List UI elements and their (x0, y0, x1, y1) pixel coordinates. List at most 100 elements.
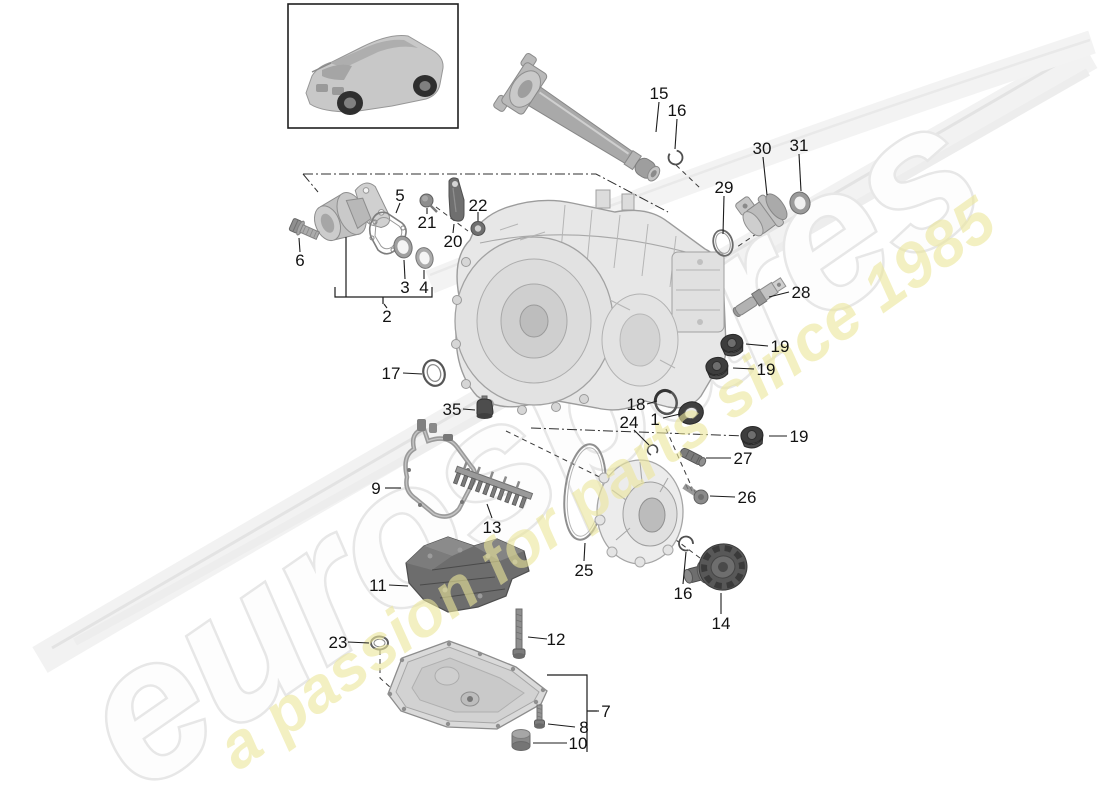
callout-31[interactable]: 31 (790, 136, 809, 155)
vehicle-thumbnail (287, 3, 459, 129)
callout-9[interactable]: 9 (371, 479, 380, 498)
callout-4[interactable]: 4 (419, 278, 428, 297)
construction-line (505, 430, 623, 489)
construction-line (303, 173, 669, 213)
callout-1[interactable]: 1 (650, 410, 659, 429)
callout-leader (462, 408, 476, 411)
callout-20[interactable]: 20 (444, 232, 463, 251)
part-bolt-pan[interactable] (534, 704, 545, 729)
callout-21[interactable]: 21 (418, 213, 437, 232)
grouping-bracket (334, 287, 433, 298)
callout-23[interactable]: 23 (329, 633, 348, 652)
callout-11[interactable]: 11 (369, 576, 387, 595)
callout-8[interactable]: 8 (579, 718, 588, 737)
part-wiring-harness[interactable] (403, 419, 478, 519)
part-plug-19c[interactable] (740, 425, 765, 449)
watermark-background: eurospares (32, 30, 1098, 800)
callout-14[interactable]: 14 (712, 614, 731, 633)
callout-15[interactable]: 15 (650, 84, 669, 103)
part-connector-rail[interactable] (452, 460, 535, 510)
callout-10[interactable]: 10 (569, 734, 588, 753)
part-shaft-seal[interactable] (675, 398, 706, 427)
part-selector-lever[interactable] (448, 177, 465, 222)
part-speed-sensor[interactable] (731, 276, 787, 319)
parts-layer (287, 3, 812, 751)
callout-leader (486, 503, 493, 519)
grouping-bracket (547, 674, 588, 752)
callout-leader (646, 400, 658, 405)
part-bolt-flange[interactable] (288, 217, 321, 242)
part-roll-pin[interactable] (679, 447, 707, 467)
callout-2[interactable]: 2 (382, 307, 391, 326)
part-seal-ring-breather[interactable] (787, 190, 812, 216)
callout-leader (655, 101, 660, 133)
callout-leader (768, 291, 790, 298)
part-oring-18[interactable] (652, 387, 680, 417)
part-grommet[interactable] (470, 221, 486, 236)
part-bolt-26[interactable] (682, 483, 709, 505)
callout-27[interactable]: 27 (734, 449, 753, 468)
construction-line (675, 164, 701, 189)
part-oring-large[interactable] (710, 228, 735, 258)
callout-16[interactable]: 16 (674, 584, 693, 603)
callout-leader (722, 195, 725, 235)
part-oil-pan[interactable] (387, 640, 548, 730)
part-plug-19a[interactable] (719, 332, 745, 358)
callout-leader (403, 259, 406, 280)
callout-leader (674, 118, 678, 150)
part-diff-cover[interactable] (678, 539, 752, 600)
callout-6[interactable]: 6 (295, 251, 304, 270)
callout-25[interactable]: 25 (575, 561, 594, 580)
callout-28[interactable]: 28 (792, 283, 811, 302)
callout-3[interactable]: 3 (400, 278, 409, 297)
callout-leader (732, 367, 755, 370)
callout-leader (633, 429, 650, 446)
part-oring-small[interactable] (370, 635, 389, 651)
part-clip-24[interactable] (646, 443, 660, 457)
callout-22[interactable]: 22 (469, 196, 488, 215)
part-drain-plug[interactable] (511, 729, 531, 751)
part-seal-ring-small[interactable] (414, 246, 436, 270)
construction-line (379, 650, 392, 689)
part-transmission-case[interactable] (451, 189, 727, 415)
part-bolt-long[interactable] (512, 608, 526, 659)
part-valve-body[interactable] (405, 536, 530, 613)
callout-leader (762, 156, 768, 196)
part-circlip-upper[interactable] (666, 148, 686, 168)
part-plug-19b[interactable] (704, 355, 730, 381)
callout-leader (395, 202, 401, 214)
callout-leader (583, 542, 586, 562)
callout-leader (662, 413, 681, 419)
callout-13[interactable]: 13 (483, 518, 502, 537)
callout-7[interactable]: 7 (601, 702, 610, 721)
construction-line (665, 428, 694, 491)
callout-17[interactable]: 17 (382, 364, 401, 383)
part-diff-housing[interactable] (594, 459, 684, 568)
callout-26[interactable]: 26 (738, 488, 757, 507)
callout-24[interactable]: 24 (620, 413, 639, 432)
part-damper-plug[interactable] (476, 395, 494, 419)
callout-leader (347, 641, 370, 644)
construction-line (302, 173, 319, 193)
callout-12[interactable]: 12 (547, 630, 566, 649)
callout-19[interactable]: 19 (757, 360, 776, 379)
callout-19[interactable]: 19 (790, 427, 809, 446)
part-ball-pin[interactable] (419, 193, 438, 213)
part-input-shaft[interactable] (493, 52, 676, 202)
callout-30[interactable]: 30 (753, 139, 772, 158)
callout-16[interactable]: 16 (668, 101, 687, 120)
part-circlip-lower[interactable] (678, 535, 694, 552)
callout-29[interactable]: 29 (715, 178, 734, 197)
part-seal-ring-17[interactable] (420, 357, 448, 388)
callout-leader (298, 237, 301, 253)
callout-35[interactable]: 35 (443, 400, 462, 419)
callout-18[interactable]: 18 (627, 395, 646, 414)
callout-19[interactable]: 19 (771, 337, 790, 356)
callout-5[interactable]: 5 (395, 186, 404, 205)
part-breather-stub[interactable] (732, 182, 793, 243)
part-output-flange[interactable] (308, 179, 393, 250)
part-bushing-ring[interactable] (392, 234, 415, 260)
